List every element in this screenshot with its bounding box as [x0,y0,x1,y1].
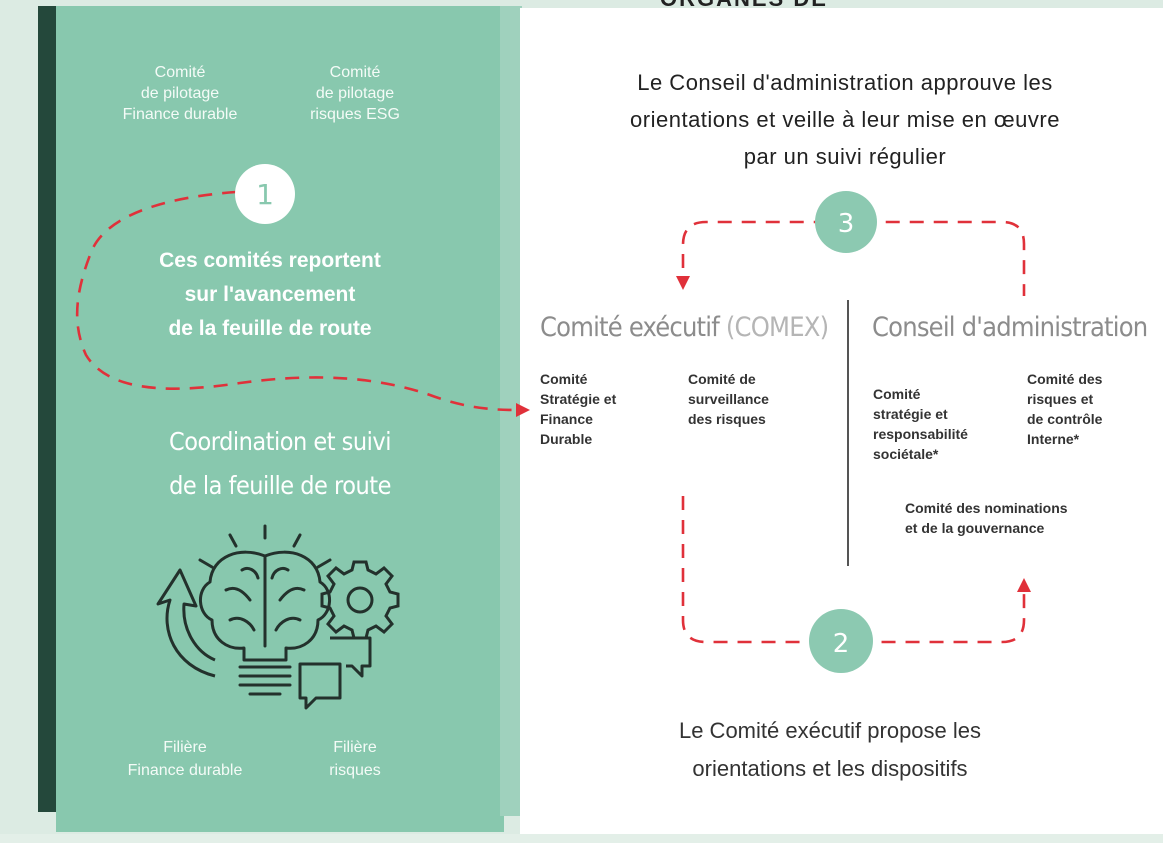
clipped-title: ORGANES DE GOUVERNANCE [660,0,1020,8]
flow-3-arrow [676,276,690,290]
chat-bubbles-icon [298,636,372,710]
step-3-label: 3 [838,209,855,239]
column-divider [847,300,849,566]
step-1-label: 1 [256,178,274,211]
filiere-risques: Filière risques [329,739,381,779]
step-2-badge: 2 [809,609,873,673]
flow-1-path [75,190,521,412]
step-2-label: 2 [833,629,850,659]
governance-area [520,8,1163,836]
flow-2-path [681,496,1026,644]
ca-heading: Conseil d'administration [872,312,1148,343]
brain-lightbulb-icon [198,524,332,696]
comex-heading: Comité exécutif (COMEX) [540,312,829,343]
gear-icon [320,560,400,640]
step-3-badge: 3 [815,191,877,253]
coordination-heading: Coordination et suivi de la feuille de r… [169,427,391,500]
ca-committee-strategie: Comité stratégie et responsabilité socié… [873,386,968,462]
filiere-finance-durable: Filière Finance durable [127,739,243,779]
ca-committee-nominations: Comité des nominations et de la gouverna… [905,500,1068,536]
bottom-strip [0,834,1163,843]
step-1-badge: 1 [235,164,295,224]
comex-committee-surveillance: Comité de surveillance des risques [688,371,769,427]
arrow-up-icon [156,568,216,678]
flow-2-arrow [1017,578,1031,592]
flow-3-path [681,220,1026,296]
flow-1-arrow [516,403,530,417]
comex-heading-text: Comité exécutif [540,312,726,343]
comex-acronym: (COMEX) [725,312,829,343]
conseil-statement: Le Conseil d'administration approuve les… [630,70,1060,169]
committee-finance-durable: Comité de pilotage Finance durable [122,64,238,123]
comex-statement: Le Comité exécutif propose les orientati… [678,718,982,781]
committee-risques-esg: Comité de pilotage risques ESG [310,64,400,123]
ca-committee-risques: Comité des risques et de contrôle Intern… [1027,371,1103,447]
report-text: Ces comités reportent sur l'avancement d… [159,249,381,340]
comex-committee-strategie: Comité Stratégie et Finance Durable [540,371,617,447]
